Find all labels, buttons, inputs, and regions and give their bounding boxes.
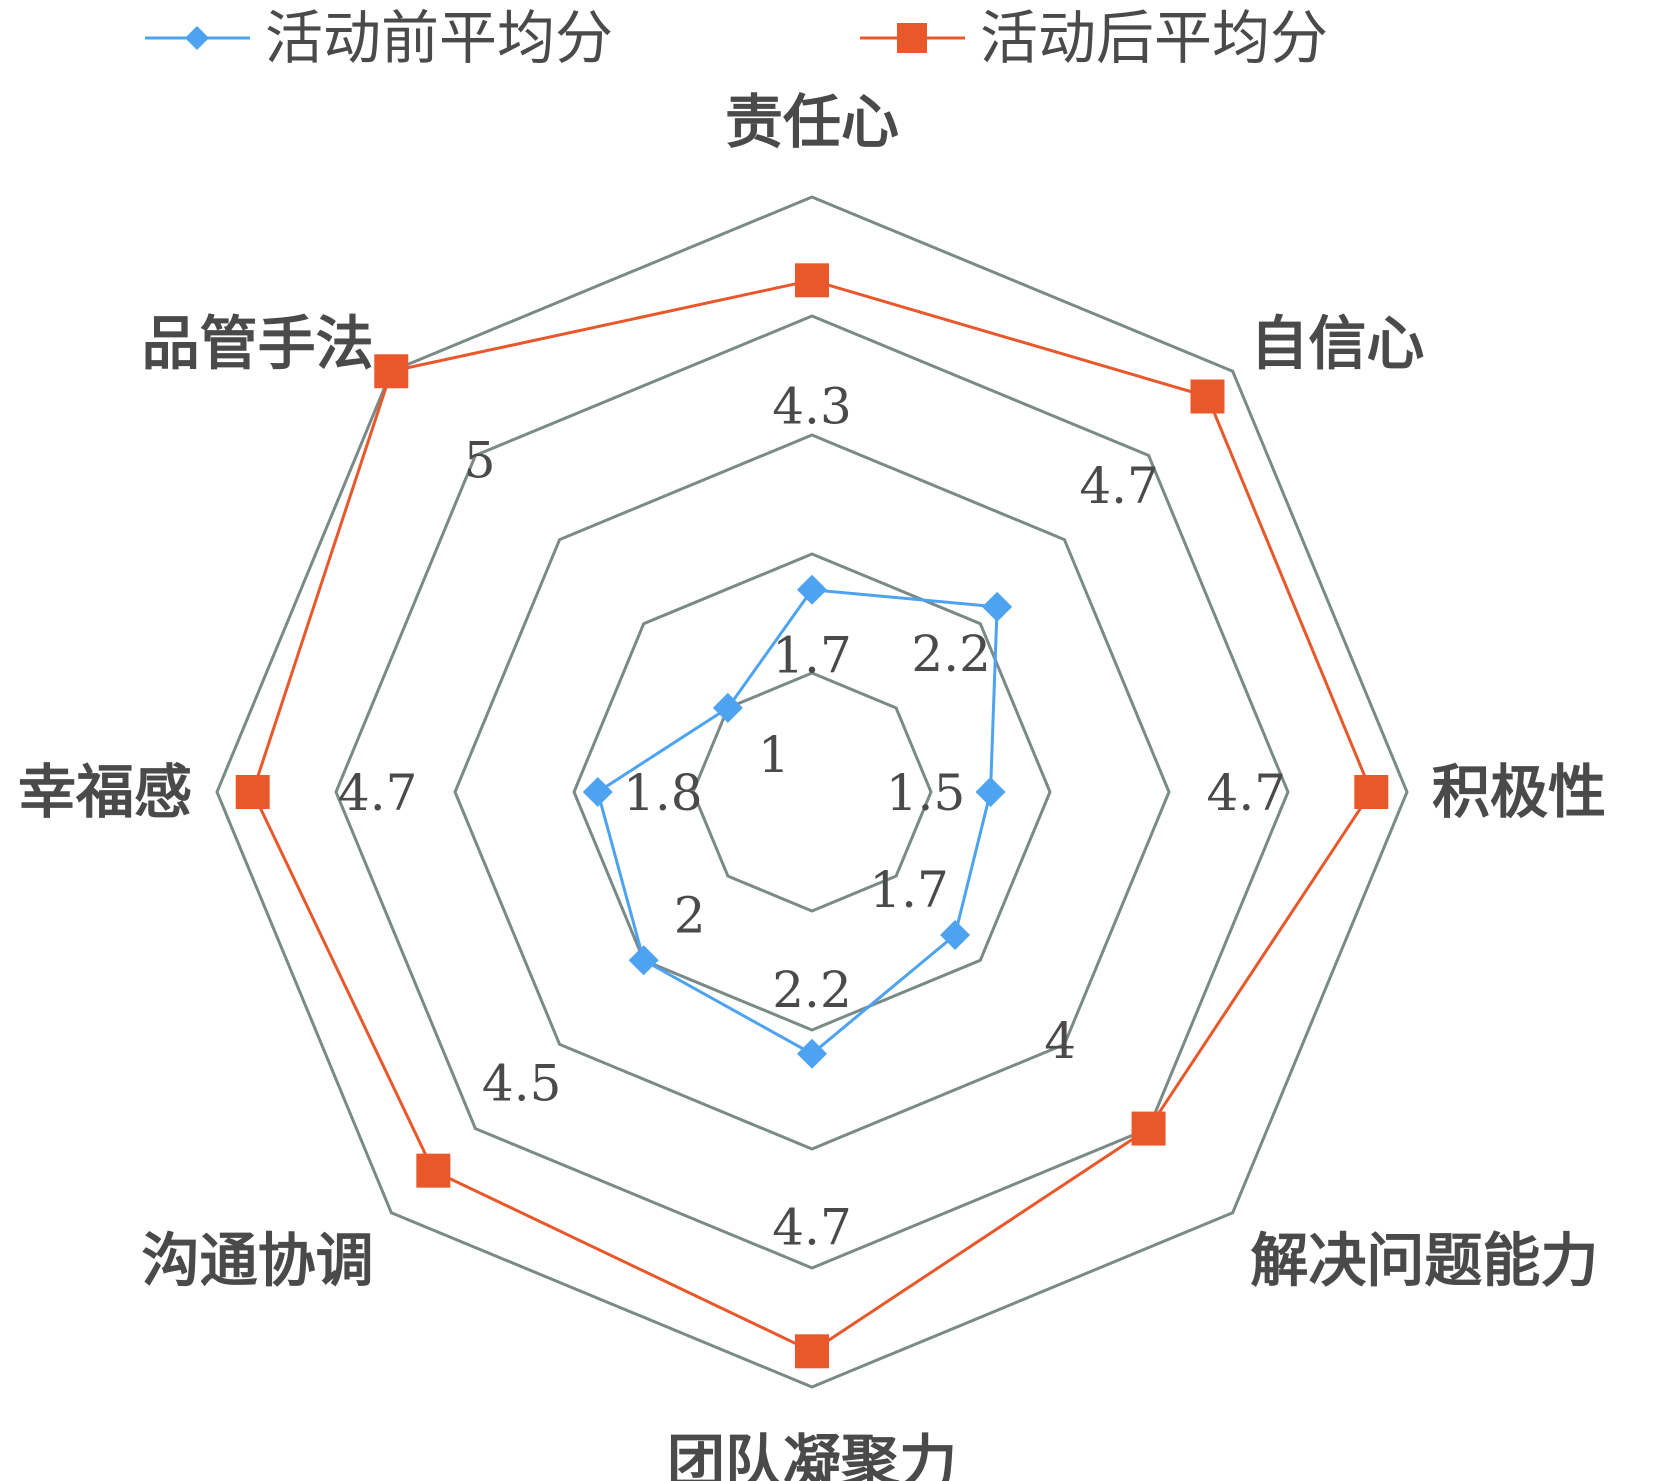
data-point — [628, 945, 659, 976]
data-point — [1190, 379, 1225, 414]
data-label: 1 — [758, 726, 790, 784]
grid-ring-5 — [215, 195, 1409, 1389]
category-label: 团队凝聚力 — [667, 1428, 957, 1481]
series-layer — [235, 263, 1389, 1369]
data-label: 1.7 — [772, 627, 852, 685]
data-label: 2.2 — [772, 961, 852, 1019]
legend-item: 活动前平均分 — [145, 4, 613, 72]
data-label: 4.7 — [338, 764, 418, 822]
data-point — [1354, 775, 1389, 809]
legend-label: 活动后平均分 — [980, 4, 1328, 72]
data-point — [940, 920, 971, 951]
legend-marker — [897, 23, 927, 53]
data-label: 2 — [674, 886, 706, 944]
data-point — [1131, 1111, 1166, 1146]
data-point — [797, 574, 827, 605]
data-point — [416, 1153, 451, 1188]
data-label: 4.5 — [482, 1054, 562, 1112]
data-labels: 1.7 2.2 1.5 1.7 2.2 2 1.8 1 4.3 4.7 4.7 4 4.7 4.5 4.7 5 — [338, 377, 1286, 1256]
series-2 — [235, 263, 1389, 1369]
legend-label: 活动前平均分 — [265, 4, 613, 72]
data-label: 1.8 — [623, 764, 703, 822]
series-1 — [582, 574, 1013, 1069]
data-point — [374, 354, 409, 389]
data-point — [975, 777, 1006, 807]
data-label: 1.5 — [886, 764, 966, 822]
legend-marker — [185, 26, 209, 50]
data-point — [582, 777, 613, 807]
data-label: 4.7 — [1207, 764, 1287, 822]
data-label: 4.7 — [1079, 457, 1159, 515]
data-label: 5 — [464, 432, 496, 490]
data-point — [235, 775, 270, 809]
data-label: 4.3 — [772, 377, 852, 435]
data-label: 4.7 — [772, 1198, 852, 1256]
data-point — [797, 1038, 827, 1069]
category-label: 解决问题能力 — [1250, 1226, 1598, 1294]
category-label: 责任心 — [725, 88, 899, 156]
grid-ring-3 — [453, 433, 1171, 1151]
series-line — [251, 278, 1373, 1354]
category-label: 品管手法 — [142, 310, 374, 378]
category-label: 幸福感 — [18, 758, 192, 826]
legend: 活动前平均分 活动后平均分 — [145, 4, 1328, 72]
data-label: 4 — [1044, 1012, 1076, 1070]
data-label: 2.2 — [911, 625, 991, 683]
data-point — [795, 1334, 829, 1369]
category-label: 积极性 — [1432, 758, 1606, 826]
data-label: 1.7 — [869, 861, 949, 919]
data-point — [712, 692, 743, 723]
legend-item: 活动后平均分 — [860, 4, 1328, 72]
grid-ring-4 — [334, 314, 1290, 1270]
radar-grid — [215, 195, 1409, 1389]
grid-ring-2 — [572, 552, 1052, 1032]
data-point — [982, 591, 1013, 622]
data-point — [795, 263, 829, 298]
category-label: 自信心 — [1250, 310, 1424, 378]
category-label: 沟通协调 — [142, 1226, 374, 1294]
grid-ring-1 — [691, 671, 933, 913]
